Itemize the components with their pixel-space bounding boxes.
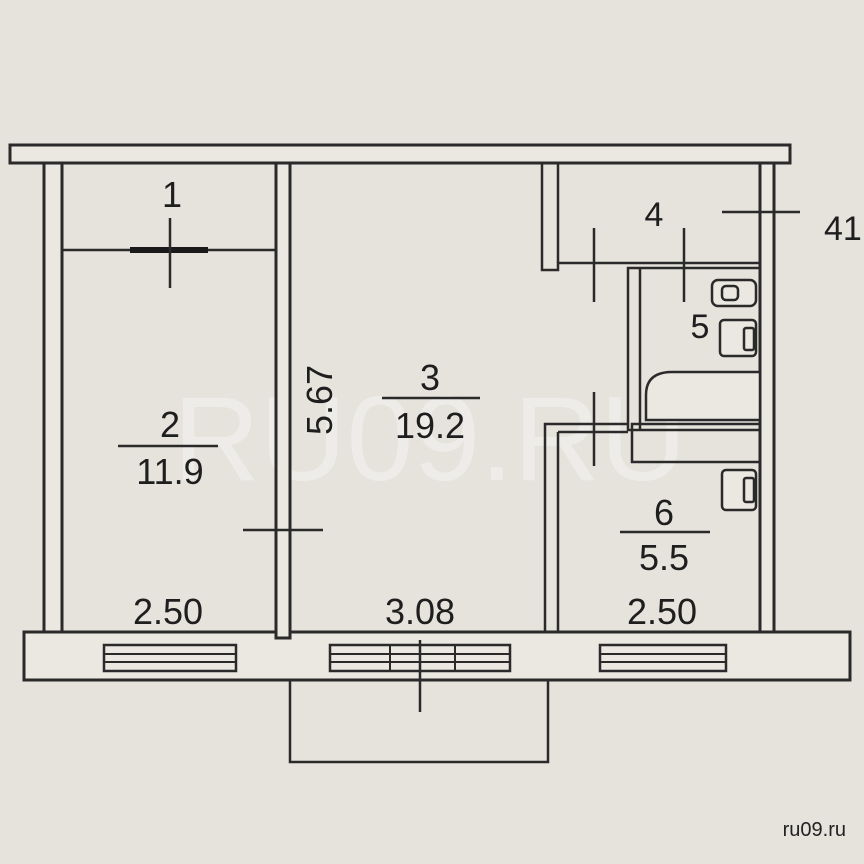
- room-6-number: 6: [654, 492, 674, 533]
- dimension-room3-width: 3.08: [385, 591, 455, 632]
- room-2-number: 2: [160, 404, 180, 445]
- room-5-number: 5: [691, 308, 710, 346]
- site-url: ru09.ru: [782, 819, 846, 841]
- dimension-5-67: 5.67: [299, 365, 340, 435]
- dimension-room2-width: 2.50: [133, 591, 203, 632]
- toilet-fixture: [710, 278, 758, 358]
- room-3-area: 19.2: [395, 405, 465, 446]
- right-wall: [758, 161, 776, 635]
- window-right: [598, 643, 728, 673]
- edge-label: 41: [824, 210, 862, 248]
- sink-fixture: [720, 468, 758, 512]
- dimension-room6-width: 2.50: [627, 591, 697, 632]
- room-1-number: 1: [162, 174, 182, 215]
- room-6-outline: [543, 422, 628, 632]
- window-left: [102, 643, 238, 673]
- room-2-area: 11.9: [136, 451, 203, 492]
- room-4-number: 4: [645, 196, 664, 234]
- room-3-number: 3: [420, 357, 440, 398]
- room-6-area: 5.5: [639, 537, 689, 578]
- partition-2-3: [274, 161, 292, 640]
- room-5-outline: [626, 266, 762, 432]
- left-wall: [42, 161, 64, 647]
- bathtub-fixture: [644, 370, 762, 422]
- room-4-outline: [540, 163, 760, 272]
- watermark: RU09.RU: [173, 372, 686, 506]
- top-wall: [8, 143, 792, 165]
